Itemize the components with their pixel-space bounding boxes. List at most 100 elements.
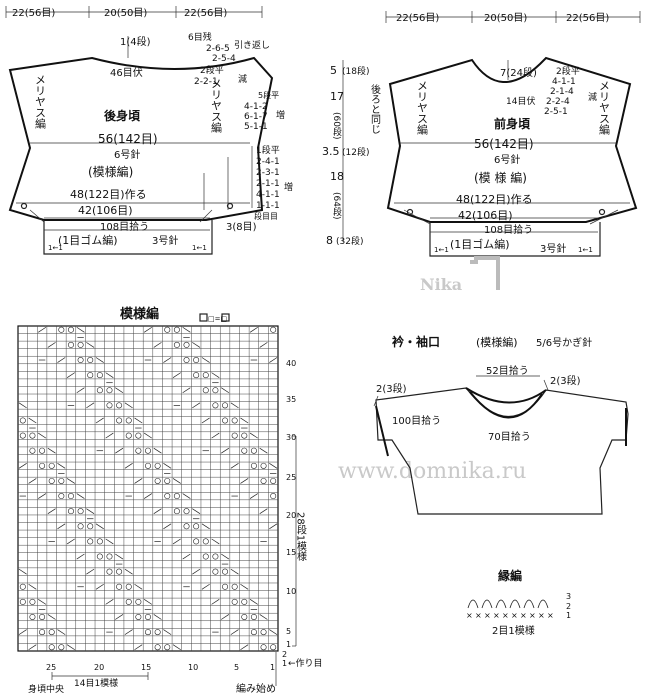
decrease-symbol bbox=[18, 568, 27, 575]
yarn-over-symbol bbox=[96, 387, 103, 394]
chart-col-ticks: 25 20 15 10 5 1 身頃中央 14目1模様 編み始め bbox=[28, 652, 277, 695]
yarn-over-symbol bbox=[77, 508, 84, 515]
decrease-symbol bbox=[66, 538, 76, 545]
edge-picot-symbol bbox=[537, 599, 549, 609]
yarn-over-symbol bbox=[231, 417, 238, 424]
edge-sc-symbol: × bbox=[547, 611, 554, 620]
yarn-over-symbol bbox=[116, 583, 123, 590]
yarn-over-symbol bbox=[231, 432, 238, 439]
back-side-row-6: 1-1-1 bbox=[256, 201, 280, 211]
front-neck-row-3: 2-1-4 bbox=[550, 87, 574, 97]
vm-4-value: 18 bbox=[330, 170, 344, 183]
decrease-symbol bbox=[269, 357, 278, 363]
decrease-symbol bbox=[47, 342, 56, 348]
edge-title: 縁編 bbox=[498, 568, 522, 583]
decrease-symbol bbox=[86, 568, 95, 575]
yarn-over-symbol bbox=[125, 417, 132, 424]
decrease-symbol bbox=[115, 387, 124, 394]
back-side-row-5: 4-1-1 bbox=[256, 190, 280, 200]
yarn-over-symbol bbox=[173, 326, 180, 333]
decrease-symbol bbox=[124, 629, 133, 635]
yarn-over-symbol bbox=[106, 387, 113, 394]
decrease-symbol bbox=[192, 508, 201, 514]
collar-title: 衿・袖口 bbox=[392, 334, 440, 349]
chart-start-label: 編み始め bbox=[236, 682, 276, 695]
back-side-tail: 段目目 bbox=[254, 211, 278, 221]
yarn-over-symbol bbox=[96, 372, 103, 379]
yarn-over-symbol bbox=[270, 477, 277, 484]
yarn-over-symbol bbox=[231, 598, 238, 605]
yarn-over-symbol bbox=[67, 508, 74, 515]
decrease-symbol bbox=[66, 644, 76, 651]
row-tick-1: 1 bbox=[286, 640, 291, 649]
edge-repeat: 2目1模様 bbox=[492, 624, 535, 637]
yarn-over-symbol bbox=[145, 462, 151, 469]
decrease-symbol bbox=[269, 523, 278, 530]
yarn-over-symbol bbox=[193, 357, 200, 364]
front-pattern: (模 様 編) bbox=[474, 170, 527, 185]
edge-sc-symbol: × bbox=[520, 611, 527, 620]
logo-text: Nika bbox=[420, 275, 462, 294]
yarn-over-symbol bbox=[250, 447, 257, 454]
decrease-symbol bbox=[47, 508, 56, 514]
yarn-over-symbol bbox=[193, 372, 200, 379]
decrease-symbol bbox=[115, 553, 124, 560]
edge-picot-symbol bbox=[495, 599, 507, 609]
decrease-symbol bbox=[38, 432, 47, 439]
yarn-over-symbol bbox=[260, 477, 267, 484]
vm-5-value: 8 bbox=[326, 234, 333, 247]
front-same-as-back: 後ろと同じ bbox=[369, 83, 381, 134]
edge-sc-symbol: × bbox=[493, 611, 500, 620]
back-stockinette-right: メリヤス編 bbox=[210, 78, 223, 133]
yarn-over-symbol bbox=[164, 326, 171, 333]
measure-left-2: 22(56目) bbox=[396, 13, 439, 24]
decrease-symbol bbox=[95, 357, 104, 363]
edge-row-2: 2 bbox=[566, 602, 571, 611]
decrease-symbol bbox=[172, 644, 181, 651]
yarn-over-symbol bbox=[19, 417, 26, 424]
yarn-over-symbol bbox=[202, 538, 209, 545]
collar-rows-right: 2(3段) bbox=[550, 374, 581, 387]
decrease-symbol bbox=[240, 583, 249, 590]
decrease-symbol bbox=[269, 463, 278, 469]
col-tick-15: 15 bbox=[141, 663, 151, 672]
back-rib-pick: 108目拾う bbox=[100, 220, 149, 233]
back-inc-head: 5段平 bbox=[258, 90, 279, 100]
yarn-over-symbol bbox=[135, 598, 142, 605]
back-side-label: 増 bbox=[284, 181, 293, 193]
back-dec-label: 減 bbox=[238, 73, 247, 85]
back-side-row-3: 2-3-1 bbox=[256, 168, 280, 178]
decrease-symbol bbox=[240, 644, 249, 651]
yarn-over-symbol bbox=[29, 598, 36, 605]
chart-repeat-rows: 28段1模様 bbox=[295, 512, 307, 561]
decrease-symbol bbox=[76, 493, 85, 499]
back-neck-top: 1(4段) bbox=[120, 35, 151, 48]
yarn-over-symbol bbox=[183, 523, 190, 530]
decrease-symbol bbox=[192, 402, 201, 409]
decrease-symbol bbox=[28, 583, 37, 590]
decrease-symbol bbox=[76, 326, 85, 333]
yarn-over-symbol bbox=[125, 598, 132, 605]
yarn-over-symbol bbox=[135, 432, 142, 439]
edge-sc-symbol: × bbox=[502, 611, 509, 620]
decrease-symbol bbox=[153, 447, 162, 454]
decrease-symbol bbox=[172, 372, 181, 378]
decrease-symbol bbox=[249, 432, 258, 439]
yarn-over-symbol bbox=[231, 583, 238, 590]
edge-row-1: 1 bbox=[566, 611, 571, 620]
decrease-symbol bbox=[143, 326, 153, 333]
row-tick-5: 5 bbox=[286, 627, 291, 636]
decrease-symbol bbox=[86, 342, 95, 348]
decrease-symbol bbox=[249, 599, 258, 605]
edge-sc-symbol: × bbox=[538, 611, 545, 620]
vm-2-rows: (60段) bbox=[331, 112, 342, 139]
front-title: 前身頃 bbox=[494, 116, 531, 131]
back-side-rows: 1段平 2-4-1 2-3-1 2-1-1 4-1-1 1-1-1 増 段目目 bbox=[251, 144, 293, 221]
decrease-symbol bbox=[86, 508, 95, 514]
decrease-symbol bbox=[172, 538, 181, 545]
back-title: 後身頃 bbox=[104, 108, 141, 123]
yarn-over-symbol bbox=[222, 402, 229, 409]
yarn-over-symbol bbox=[29, 613, 36, 620]
edge-sc-symbol: × bbox=[484, 611, 491, 620]
col-tick-10: 10 bbox=[188, 663, 198, 672]
